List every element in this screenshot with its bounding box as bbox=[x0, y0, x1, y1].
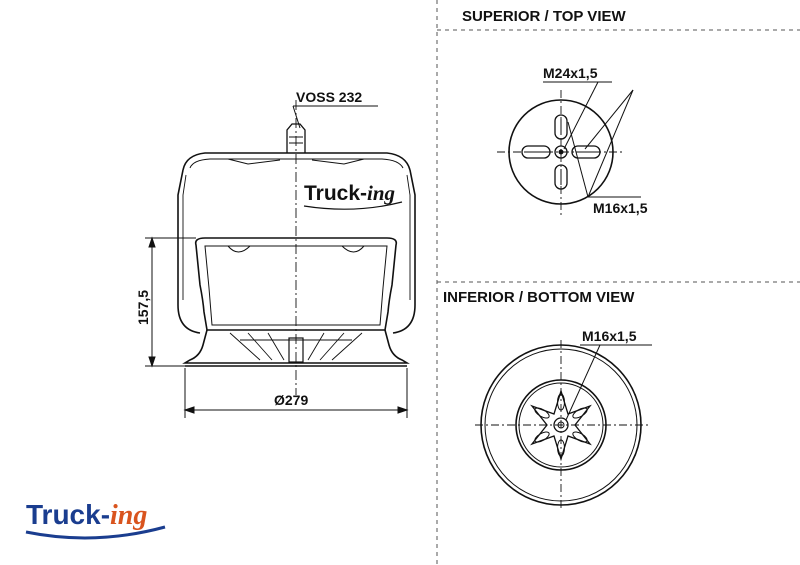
top-leaders bbox=[543, 81, 641, 198]
bellows-left bbox=[177, 169, 201, 334]
star-pattern bbox=[530, 388, 592, 462]
bottom-view bbox=[475, 340, 650, 510]
brand-logo-swoosh bbox=[25, 525, 166, 540]
top-view-title: SUPERIOR / TOP VIEW bbox=[462, 8, 626, 25]
cup-rim-detail bbox=[227, 245, 365, 253]
piston-cup bbox=[194, 237, 398, 331]
top-center-valve bbox=[554, 145, 568, 159]
petal-se bbox=[572, 431, 588, 443]
top-thread-small-label: M16x1,5 bbox=[593, 200, 648, 216]
bellows-brand-swoosh bbox=[303, 201, 403, 210]
diameter-label: Ø279 bbox=[274, 392, 308, 408]
top-bead-detail bbox=[227, 158, 365, 165]
height-label: 157,5 bbox=[135, 290, 151, 325]
top-plate-inner bbox=[189, 158, 404, 169]
bellows-right bbox=[392, 169, 416, 334]
view-dividers bbox=[436, 0, 800, 565]
bellows-brand-suffix: ing bbox=[367, 181, 395, 205]
bottom-center-stud bbox=[553, 417, 569, 433]
slot-right bbox=[571, 145, 601, 159]
bottom-view-title: INFERIOR / BOTTOM VIEW bbox=[443, 289, 635, 306]
petal-ne bbox=[572, 407, 588, 419]
bellows-right-inner bbox=[406, 174, 411, 300]
diameter-dimension bbox=[183, 368, 409, 418]
petal-s bbox=[557, 439, 565, 457]
valve-leader bbox=[292, 105, 378, 129]
piston-cup-inner bbox=[204, 245, 388, 326]
piston-ribs bbox=[229, 332, 363, 361]
slot-top bbox=[554, 114, 568, 140]
petal-n bbox=[557, 393, 565, 411]
brand-logo-suffix: ing bbox=[110, 500, 147, 531]
brand-logo-main: Truck- bbox=[26, 499, 110, 530]
piston-base bbox=[182, 329, 410, 364]
bottom-leader bbox=[565, 344, 652, 421]
bellows-brand: Truck-ing bbox=[304, 181, 395, 205]
brand-logo: Truck-ing bbox=[26, 499, 147, 531]
slot-bottom bbox=[554, 164, 568, 190]
top-view bbox=[497, 90, 625, 215]
bottom-thread-label: M16x1,5 bbox=[582, 328, 637, 344]
side-view bbox=[177, 100, 416, 395]
valve-fitting bbox=[286, 123, 306, 153]
petal-nw bbox=[534, 407, 550, 419]
bellows-brand-main: Truck- bbox=[304, 182, 367, 205]
slot-left bbox=[521, 145, 551, 159]
bellows-left-inner bbox=[182, 174, 187, 300]
bottom-centerlines bbox=[475, 340, 650, 510]
valve-label: VOSS 232 bbox=[296, 89, 362, 105]
bottom-stud bbox=[288, 337, 304, 363]
top-plate bbox=[182, 152, 411, 171]
height-dimension bbox=[145, 236, 196, 368]
top-thread-large-label: M24x1,5 bbox=[543, 65, 598, 81]
petal-sw bbox=[534, 431, 550, 443]
